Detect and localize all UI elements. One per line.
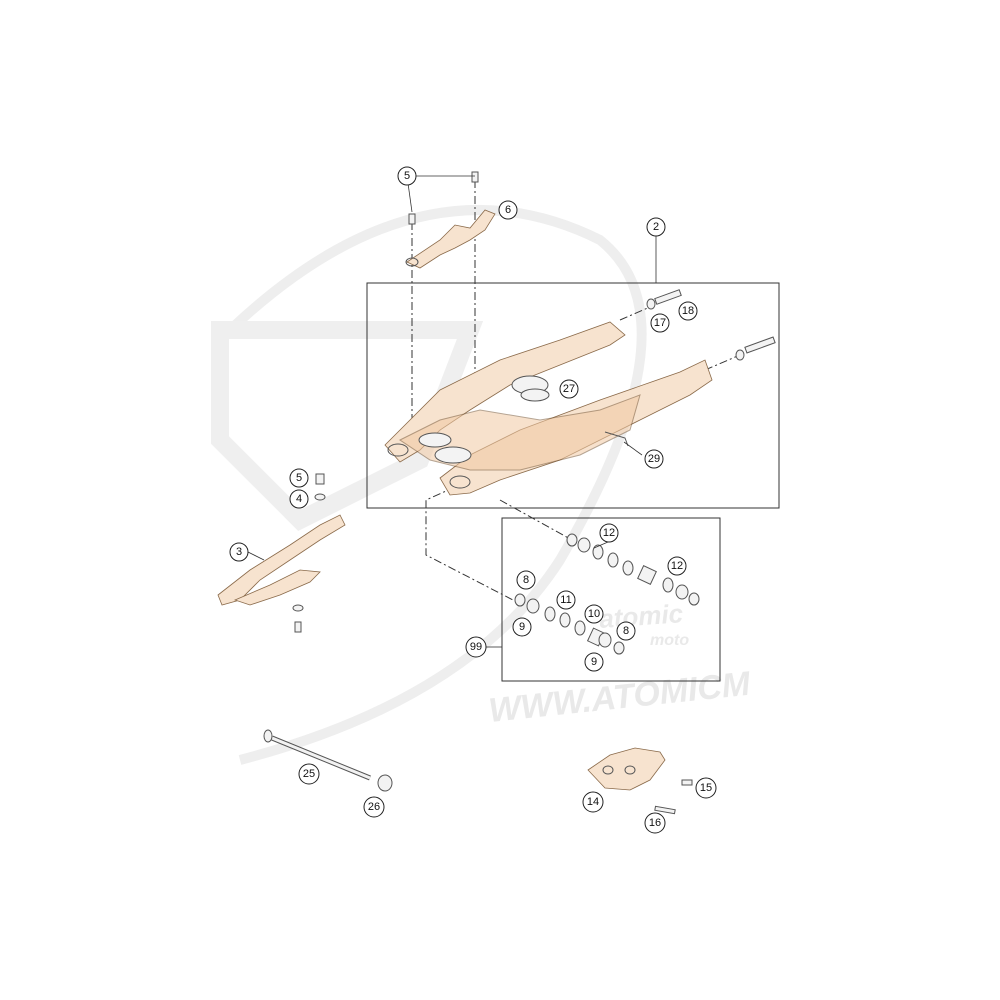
- watermark-logo-subtext: moto: [650, 632, 689, 649]
- callout-label: 5: [296, 472, 302, 484]
- callout-label: 10: [588, 608, 600, 620]
- callout-label: 16: [649, 817, 661, 829]
- bearing-kit-frame: [501, 517, 721, 682]
- callout-label: 14: [587, 796, 599, 808]
- callout-8-lower: 8: [616, 621, 636, 641]
- callout-15: 15: [695, 777, 717, 799]
- chain-guide: [587, 747, 693, 815]
- swingarm-assembly-frame: [366, 282, 780, 509]
- callout-label: 8: [623, 625, 629, 637]
- assembly-line: [619, 306, 651, 321]
- callout-2: 2: [646, 217, 666, 237]
- callout-99: 99: [465, 636, 487, 658]
- axle-bolts: [646, 289, 776, 361]
- leader-line: [247, 551, 265, 561]
- pivot-seal-left: [418, 432, 452, 448]
- callout-5-lower: 5: [289, 468, 309, 488]
- callout-label: 2: [653, 221, 659, 233]
- callout-label: 26: [368, 801, 380, 813]
- bearing-parts: [514, 533, 700, 655]
- callout-12: 12: [599, 523, 619, 543]
- callout-26: 26: [363, 796, 385, 818]
- callout-label: 12: [671, 560, 683, 572]
- pivot-axle: [263, 729, 393, 792]
- callout-label: 8: [523, 574, 529, 586]
- callout-label: 18: [682, 305, 694, 317]
- callout-label: 27: [563, 383, 575, 395]
- callout-9: 9: [512, 617, 532, 637]
- callout-label: 9: [591, 656, 597, 668]
- callout-label: 17: [654, 317, 666, 329]
- chain-slider: [217, 473, 346, 633]
- callout-5: 5: [397, 166, 417, 186]
- callout-label: 12: [603, 527, 615, 539]
- leader-line: [593, 541, 609, 549]
- callout-12-right: 12: [667, 556, 687, 576]
- callout-label: 11: [560, 594, 571, 606]
- callout-4: 4: [289, 489, 309, 509]
- callout-label: 99: [470, 641, 482, 653]
- watermark-url: WWW.ATOMICM: [487, 665, 753, 730]
- callout-label: 15: [700, 782, 712, 794]
- pivot-seal-right: [434, 446, 472, 464]
- callout-10: 10: [584, 604, 604, 624]
- callout-17: 17: [650, 313, 670, 333]
- callout-25: 25: [298, 763, 320, 785]
- callouts: 5 6 2 17 18 27 29 5 4 3 12 12 8 11 9 10 …: [229, 166, 717, 834]
- callout-16: 16: [644, 812, 666, 834]
- callout-label: 3: [236, 546, 242, 558]
- watermark-logo-text: atomic: [598, 598, 684, 634]
- callout-3: 3: [229, 542, 249, 562]
- callout-29: 29: [644, 449, 664, 469]
- leader-line: [623, 441, 643, 456]
- callout-label: 25: [303, 768, 315, 780]
- callout-label: 6: [505, 204, 511, 216]
- watermark-swoosh: [226, 205, 647, 765]
- assembly-line: [704, 354, 741, 371]
- assembly-line: [425, 486, 514, 601]
- callout-18: 18: [678, 301, 698, 321]
- callout-label: 5: [404, 170, 410, 182]
- callout-9-lower: 9: [584, 652, 604, 672]
- chain-slider-top: [405, 171, 496, 269]
- watermark-star: [211, 321, 484, 531]
- swingarm: [384, 321, 713, 496]
- assembly-line: [499, 499, 573, 541]
- callout-6: 6: [498, 200, 518, 220]
- callout-label: 9: [519, 621, 525, 633]
- callout-8: 8: [516, 570, 536, 590]
- callout-label: 29: [648, 453, 660, 465]
- callout-14: 14: [582, 791, 604, 813]
- callout-11: 11: [556, 590, 576, 610]
- callout-label: 4: [296, 493, 302, 505]
- callout-27: 27: [559, 379, 579, 399]
